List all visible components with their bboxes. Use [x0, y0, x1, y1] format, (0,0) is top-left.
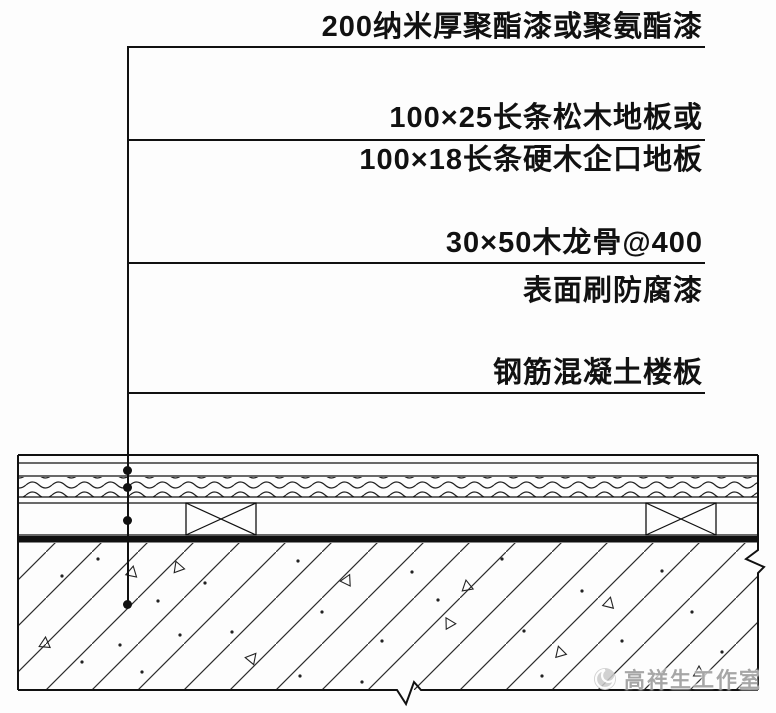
leader-dot-floorboard: [123, 483, 132, 492]
annotation-slab: 钢筋混凝土楼板: [128, 356, 705, 390]
right-break-line: [744, 455, 766, 690]
leader-line-slab: [128, 392, 705, 394]
watermark: 高祥生工作室: [592, 664, 762, 694]
annotation-paint-text: 200纳米厚聚酯漆或聚氨酯漆: [321, 11, 703, 43]
annotation-slab-text: 钢筋混凝土楼板: [492, 357, 703, 389]
leader-vertical-line: [127, 46, 129, 606]
annotation-floorboard-2: 100×18长条硬木企口地板: [128, 143, 705, 177]
annotation-joist-text-2: 表面刷防腐漆: [522, 275, 703, 307]
joist-block: [185, 502, 257, 536]
floorboard-wave-hatch: [18, 477, 758, 498]
watermark-text: 高祥生工作室: [624, 669, 762, 692]
annotation-floorboard-text-1: 100×25长条松木地板或: [389, 102, 703, 134]
watermark-logo-icon: [594, 668, 616, 690]
annotation-joist: 30×50木龙骨@400: [128, 226, 705, 260]
leader-dot-slab: [123, 600, 132, 609]
leader-line-joist: [128, 262, 705, 264]
leader-line-floorboard: [128, 139, 705, 141]
annotation-joist-text-1: 30×50木龙骨@400: [445, 227, 703, 259]
leader-dot-joist: [123, 516, 132, 525]
joist-block: [645, 502, 717, 536]
leader-dot-paint: [123, 466, 132, 475]
aggregate-dots: [60, 557, 724, 684]
annotation-joist-2: 表面刷防腐漆: [128, 274, 705, 308]
bottom-break-line: [18, 680, 758, 707]
joist-layer: [18, 502, 758, 536]
paint-layer-lines: [18, 454, 758, 477]
annotation-paint: 200纳米厚聚酯漆或聚氨酯漆: [128, 10, 705, 44]
annotation-floorboard-text-2: 100×18长条硬木企口地板: [359, 144, 703, 176]
concrete-hatch: [18, 543, 758, 690]
annotation-floorboard: 100×25长条松木地板或: [128, 101, 705, 135]
leader-line-paint: [128, 46, 705, 48]
slab-top-line: [18, 536, 758, 543]
